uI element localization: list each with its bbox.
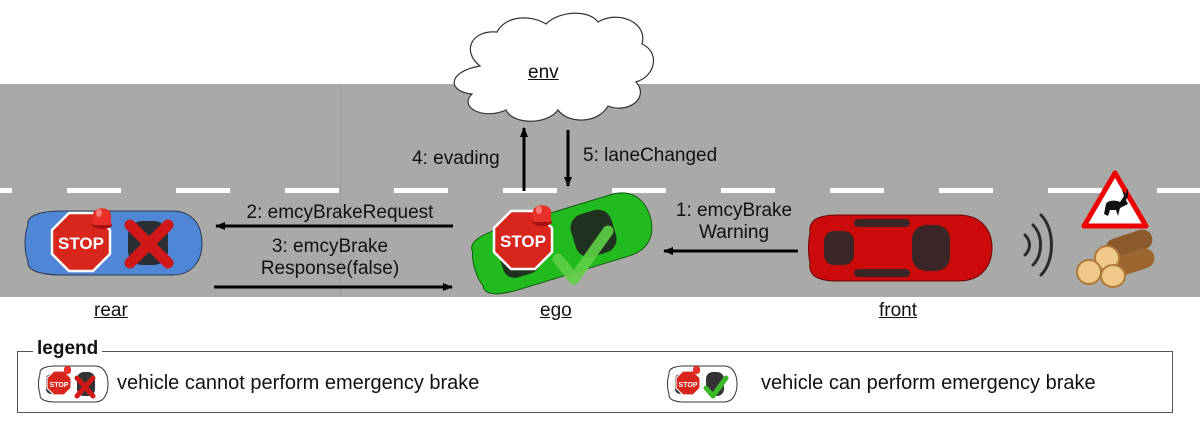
lane-dash — [176, 188, 230, 193]
rear-window — [824, 231, 854, 265]
lane-dash — [503, 188, 557, 193]
beacon-light-icon — [532, 205, 552, 226]
message-2-label: 2: emcyBrakeRequest — [230, 202, 450, 224]
message-3-label: 3: emcyBrake Response(false) — [250, 236, 410, 280]
lane-dash — [285, 188, 339, 193]
ego-label: ego — [540, 300, 572, 321]
message-1-label: 1: emcyBrake Warning — [664, 200, 804, 244]
message-1-line1: 1: emcyBrake — [675, 200, 793, 221]
cross-icon — [124, 219, 174, 269]
car-stop-check-icon: STOP — [667, 365, 738, 403]
svg-text:STOP: STOP — [58, 234, 104, 253]
signal-waves-icon — [1023, 213, 1053, 277]
message-1-line2: Warning — [698, 222, 770, 243]
lane-dash — [721, 188, 775, 193]
legend-item-can-brake: vehicle can perform emergency brake — [761, 372, 1096, 394]
windshield — [912, 225, 950, 271]
svg-text:STOP: STOP — [500, 232, 546, 251]
windshield — [570, 209, 617, 258]
lane-dash — [394, 188, 448, 193]
env-label: env — [528, 62, 559, 83]
message-2-line1: 2: emcyBrakeRequest — [246, 202, 434, 223]
beacon-light-icon — [92, 208, 112, 229]
legend-box — [17, 351, 1173, 413]
svg-text:STOP: STOP — [50, 382, 69, 389]
lane-dash — [830, 188, 884, 193]
lane-dash — [1157, 188, 1200, 193]
message-5-label: 5: laneChanged — [583, 145, 718, 166]
message-4-label: 4: evading — [412, 148, 500, 169]
front-label: front — [879, 300, 918, 321]
deer-icon — [1104, 188, 1128, 216]
rear-vehicle: STOP — [24, 208, 203, 276]
lane-dash — [939, 188, 993, 193]
road-seam — [340, 84, 341, 297]
lane-dash — [0, 188, 12, 193]
lane-dash — [67, 188, 121, 193]
rear-label: rear — [94, 300, 128, 321]
log-pile-icon — [1076, 229, 1155, 288]
side-window-bottom — [854, 269, 910, 277]
message-3-line2: Response(false) — [260, 258, 400, 279]
legend-item-cannot-brake: vehicle cannot perform emergency brake — [117, 372, 480, 394]
ego-vehicle: STOP — [471, 192, 653, 295]
legend-title: legend — [33, 338, 103, 360]
message-3-line1: 3: emcyBrake — [271, 236, 389, 257]
checkmark-icon — [552, 225, 614, 285]
car-stop-cross-icon: STOP — [38, 365, 109, 403]
lane-dash — [612, 188, 666, 193]
front-vehicle — [808, 214, 993, 282]
lane-dash — [1048, 188, 1102, 193]
deer-warning-sign-icon — [1081, 170, 1149, 229]
cloud-shape — [453, 12, 655, 122]
svg-text:STOP: STOP — [679, 382, 698, 389]
side-window-top — [854, 219, 910, 227]
